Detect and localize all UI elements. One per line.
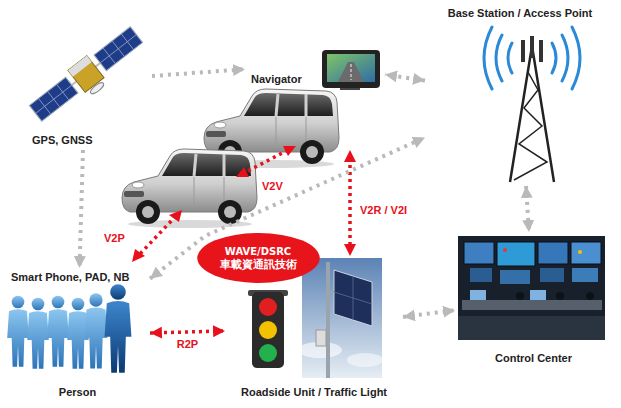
node-label: Navigator <box>251 73 302 86</box>
roadside-unit-node: Roadside Unit / Traffic Light <box>225 255 403 402</box>
node-label: Base Station / Access Point <box>448 7 592 20</box>
red-link-arrows-part <box>348 158 352 248</box>
navigator-device <box>322 50 380 90</box>
red-arrowheads-part <box>344 244 356 256</box>
node-label: GPS, GNSS <box>32 134 93 147</box>
red-arrowheads-part <box>236 167 249 177</box>
control-center-room-part <box>462 300 602 310</box>
node-label: Control Center <box>495 352 572 365</box>
data-link <box>385 75 425 81</box>
satellite-part <box>36 85 72 113</box>
satellite <box>27 24 149 130</box>
control-center-room-part <box>538 242 568 264</box>
control-center-room-part <box>458 316 605 340</box>
control-center-room-part <box>572 268 598 282</box>
control-center-room-part <box>497 242 535 266</box>
control-center-room-part <box>503 248 507 252</box>
red-arrowheads-part <box>169 210 182 222</box>
people-group-part <box>7 296 29 367</box>
data-link <box>526 186 529 232</box>
navigator-node: Navigator <box>245 40 385 88</box>
base-station-tower-part <box>530 36 534 58</box>
control-center-room-part <box>586 292 594 300</box>
control-center-room-part <box>571 242 601 264</box>
roadside-unit-part <box>334 270 372 326</box>
people-group <box>7 284 131 372</box>
red-arrowheads-part <box>132 249 145 262</box>
control-center-room-part <box>556 292 564 300</box>
link-type-label: V2V <box>262 180 283 193</box>
link-label: R2P <box>175 338 200 351</box>
node-label: Smart Phone, PAD, NB <box>11 271 129 284</box>
base-station-tower <box>484 27 580 182</box>
navigator-device-part <box>322 50 380 88</box>
base-station-tower-part <box>552 27 580 89</box>
roadside-unit-part <box>334 292 372 304</box>
wireless-link <box>150 331 225 333</box>
data-link <box>403 310 455 317</box>
navigator-device-part <box>351 64 352 80</box>
traffic-light-part <box>259 298 277 316</box>
traffic-light <box>248 290 288 368</box>
traffic-light-part <box>259 321 277 339</box>
satellite-part <box>68 56 92 77</box>
control-center-node: Control Center <box>455 232 612 368</box>
node-label: WAVE/DSRC <box>225 245 291 258</box>
car-front-part <box>122 149 257 228</box>
roadside-unit <box>298 258 383 378</box>
control-center-room-part <box>530 290 546 300</box>
roadside-unit-part <box>302 258 382 378</box>
control-center-room-part <box>540 268 564 282</box>
roadside-unit-part <box>316 330 326 346</box>
control-center-room-part <box>470 268 492 282</box>
navigator-device-part <box>327 54 375 82</box>
gps-satellite-node: GPS, GNSS <box>18 12 152 150</box>
people-group-part <box>27 298 49 369</box>
people-group-part <box>85 293 108 368</box>
people-group-part <box>105 284 132 372</box>
node-label: 車載資通訊技術 <box>220 258 297 272</box>
red-link-arrows-part <box>244 150 288 173</box>
red-link-arrows-part <box>138 216 176 256</box>
satellite-part <box>89 81 105 96</box>
control-center-room-part <box>458 236 605 340</box>
person-node: Smart Phone, PAD, NB Person <box>5 268 150 402</box>
roadside-unit-part <box>330 291 334 293</box>
traffic-light-part <box>259 344 277 362</box>
navigator-device-part <box>338 62 364 82</box>
data-link <box>150 138 425 279</box>
red-arrowheads-part <box>283 146 296 156</box>
wave-dsrc-ellipse: WAVE/DSRC車載資通訊技術 <box>196 232 321 284</box>
roadside-unit-part <box>347 353 383 367</box>
base-station-tower-part <box>521 40 525 62</box>
roadside-unit-part <box>326 262 330 378</box>
base-station-node: Base Station / Access Point <box>425 4 615 186</box>
node-label: Person <box>59 386 96 399</box>
base-station-tower-part <box>510 46 554 182</box>
traffic-light-part <box>252 292 284 368</box>
people-group-part <box>47 296 69 367</box>
data-link <box>80 150 84 268</box>
control-center-room-part <box>578 250 582 254</box>
satellite-part <box>29 77 78 121</box>
control-center-room <box>458 236 605 340</box>
link-type-label: V2R / V2I <box>360 204 407 217</box>
control-center-room-part <box>500 270 530 284</box>
car-front <box>122 149 257 228</box>
control-center-room-part <box>516 292 524 300</box>
base-station-tower-part <box>539 40 543 62</box>
control-center-room-part <box>464 242 494 264</box>
link-type-label: V2P <box>104 232 125 245</box>
base-station-tower-part <box>514 72 547 180</box>
data-link <box>152 69 245 76</box>
satellite-part <box>100 35 136 63</box>
base-station-tower-part <box>484 27 512 89</box>
red-arrowheads-part <box>344 150 356 162</box>
control-center-room-part <box>470 290 486 300</box>
node-label: Roadside Unit / Traffic Light <box>241 386 387 399</box>
satellite-part <box>94 27 143 71</box>
ellipse-shape <box>197 233 320 283</box>
